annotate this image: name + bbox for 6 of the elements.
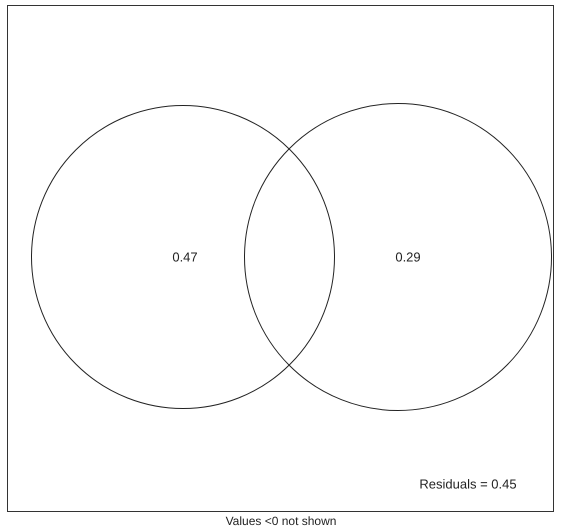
region-value: 0.47: [172, 250, 198, 264]
caption: Values <0 not shown: [226, 514, 336, 528]
venn-circle: [31, 105, 335, 409]
venn-circle: [244, 103, 552, 411]
residuals-note: Residuals = 0.45: [419, 476, 517, 492]
region-value: 0.29: [395, 250, 421, 264]
